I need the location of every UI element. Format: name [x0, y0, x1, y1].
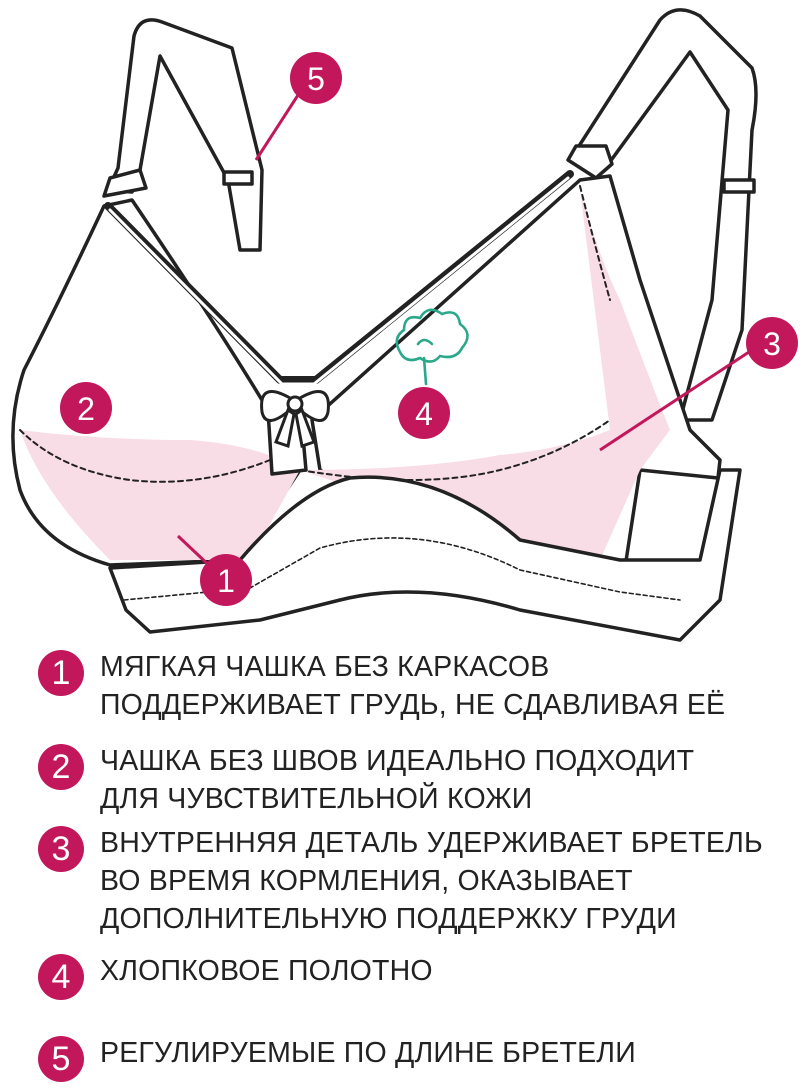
legend-item-1: 1 МЯГКАЯ ЧАШКА БЕЗ КАРКАСОВ ПОДДЕРЖИВАЕТ…	[38, 648, 800, 724]
callout-3: 3	[746, 317, 798, 369]
callout-3-label: 3	[763, 326, 781, 362]
legend-line: ПОДДЕРЖИВАЕТ ГРУДЬ, НЕ СДАВЛИВАЯ ЕЁ	[100, 689, 726, 721]
legend-item-4: 4 ХЛОПКОВОЕ ПОЛОТНО	[38, 952, 800, 1000]
legend-line: ДЛЯ ЧУВСТВИТЕЛЬНОЙ КОЖИ	[100, 783, 533, 815]
legend-line: ХЛОПКОВОЕ ПОЛОТНО	[100, 955, 433, 987]
legend-line: ВНУТРЕННЯЯ ДЕТАЛЬ УДЕРЖИВАЕТ БРЕТЕЛЬ	[100, 827, 763, 859]
callout-5-label: 5	[307, 61, 325, 97]
legend-number: 3	[38, 826, 84, 872]
callout-1: 1	[200, 554, 252, 606]
legend-text: ЧАШКА БЕЗ ШВОВ ИДЕАЛЬНО ПОДХОДИТ ДЛЯ ЧУВ…	[100, 742, 800, 818]
callout-5: 5	[290, 52, 342, 104]
legend-item-2: 2 ЧАШКА БЕЗ ШВОВ ИДЕАЛЬНО ПОДХОДИТ ДЛЯ Ч…	[38, 742, 800, 818]
legend-item-5: 5 РЕГУЛИРУЕМЫЕ ПО ДЛИНЕ БРЕТЕЛИ	[38, 1034, 800, 1082]
legend-line: ВО ВРЕМЯ КОРМЛЕНИЯ, ОКАЗЫВАЕТ	[100, 865, 633, 897]
left-cup-lower	[20, 430, 300, 560]
legend-text: ХЛОПКОВОЕ ПОЛОТНО	[100, 952, 800, 990]
callout-4-label: 4	[415, 396, 433, 432]
legend-number: 5	[38, 1036, 84, 1082]
callout-4: 4	[398, 387, 450, 439]
legend-item-3: 3 ВНУТРЕННЯЯ ДЕТАЛЬ УДЕРЖИВАЕТ БРЕТЕЛЬ В…	[38, 824, 800, 938]
legend-line: ЧАШКА БЕЗ ШВОВ ИДЕАЛЬНО ПОДХОДИТ	[100, 745, 695, 777]
legend-line: ДОПОЛНИТЕЛЬНУЮ ПОДДЕРЖКУ ГРУДИ	[100, 903, 677, 935]
legend-number: 4	[38, 954, 84, 1000]
callout-2-label: 2	[77, 391, 95, 427]
legend-line: РЕГУЛИРУЕМЫЕ ПО ДЛИНЕ БРЕТЕЛИ	[100, 1037, 636, 1069]
underband	[108, 468, 742, 642]
left-strap	[102, 18, 264, 252]
legend-text: РЕГУЛИРУЕМЫЕ ПО ДЛИНЕ БРЕТЕЛИ	[100, 1034, 800, 1072]
callout-1-label: 1	[217, 563, 235, 599]
legend-text: МЯГКАЯ ЧАШКА БЕЗ КАРКАСОВ ПОДДЕРЖИВАЕТ Г…	[100, 648, 800, 724]
callout-2: 2	[60, 382, 112, 434]
right-cup-inner-panel	[300, 190, 670, 560]
legend-number: 1	[38, 650, 84, 696]
bow-icon	[260, 390, 330, 448]
legend-line: МЯГКАЯ ЧАШКА БЕЗ КАРКАСОВ	[100, 651, 550, 683]
legend-text: ВНУТРЕННЯЯ ДЕТАЛЬ УДЕРЖИВАЕТ БРЕТЕЛЬ ВО …	[100, 824, 800, 938]
bra-illustration: 5 2 4 3 1	[11, 8, 798, 642]
cotton-icon	[395, 308, 469, 386]
legend-number: 2	[38, 744, 84, 790]
